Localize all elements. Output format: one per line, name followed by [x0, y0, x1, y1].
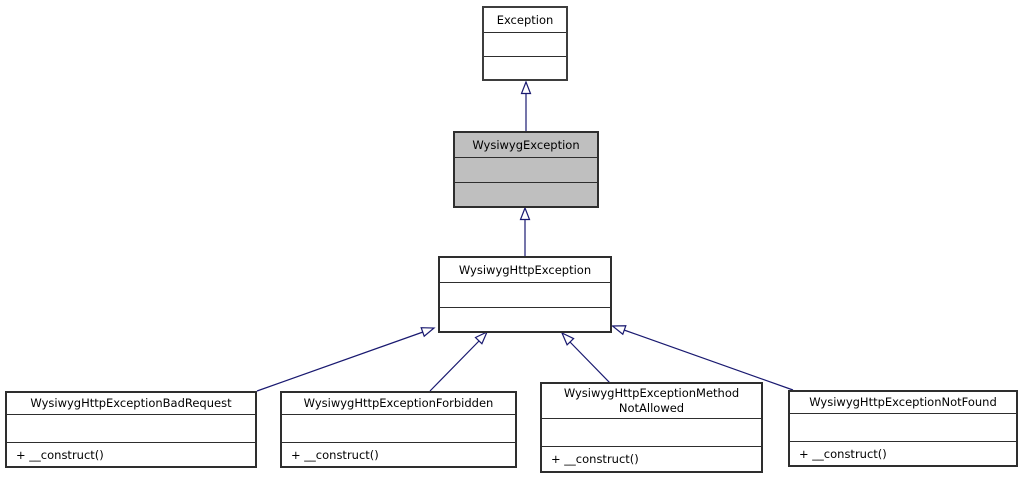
- attributes-compartment: [790, 413, 1016, 441]
- attributes-compartment: [440, 282, 610, 307]
- class-title: Exception: [496, 12, 554, 27]
- class-node-wysiwyghttpexceptionbadrequest[interactable]: WysiwygHttpExceptionBadRequest + __const…: [5, 391, 257, 468]
- class-node-wysiwygexception[interactable]: WysiwygException: [453, 131, 599, 208]
- methods-compartment: [484, 56, 566, 79]
- methods-compartment: + __construct(): [790, 441, 1016, 465]
- methods-compartment: + __construct(): [542, 446, 761, 471]
- class-title: WysiwygHttpExceptionMethod NotAllowed: [563, 386, 740, 415]
- class-title: WysiwygHttpException: [458, 262, 592, 277]
- attributes-compartment: [455, 157, 597, 182]
- class-node-wysiwyghttpexceptionmethodnotallowed[interactable]: WysiwygHttpExceptionMethod NotAllowed + …: [540, 382, 763, 473]
- methods-compartment: [455, 182, 597, 206]
- edge-notfound-to-wysiwyghttpexception: [610, 325, 794, 391]
- edge-badrequest-to-wysiwyghttpexception: [256, 327, 436, 392]
- methods-compartment: + __construct(): [7, 442, 255, 466]
- class-title: WysiwygHttpExceptionForbidden: [303, 396, 494, 410]
- edge-wysiwygexception-to-exception: [520, 80, 532, 131]
- class-title: WysiwygHttpExceptionBadRequest: [30, 396, 232, 410]
- class-node-wysiwyghttpexceptionnotfound[interactable]: WysiwygHttpExceptionNotFound + __constru…: [788, 390, 1018, 467]
- class-node-exception[interactable]: Exception: [482, 6, 568, 81]
- class-title: WysiwygHttpExceptionNotFound: [809, 395, 997, 409]
- edge-forbidden-to-wysiwyghttpexception: [429, 330, 489, 392]
- methods-compartment: [440, 307, 610, 331]
- class-title: WysiwygException: [472, 137, 580, 152]
- class-node-wysiwyghttpexception[interactable]: WysiwygHttpException: [438, 256, 612, 333]
- edge-methodnotallowed-to-wysiwyghttpexception: [560, 331, 611, 384]
- attributes-compartment: [282, 414, 515, 442]
- attributes-compartment: [7, 414, 255, 442]
- class-node-wysiwyghttpexceptionforbidden[interactable]: WysiwygHttpExceptionForbidden + __constr…: [280, 391, 517, 468]
- attributes-compartment: [542, 418, 761, 446]
- edge-wysiwyghttpexception-to-wysiwygexception: [519, 206, 531, 256]
- attributes-compartment: [484, 32, 566, 56]
- methods-compartment: + __construct(): [282, 442, 515, 466]
